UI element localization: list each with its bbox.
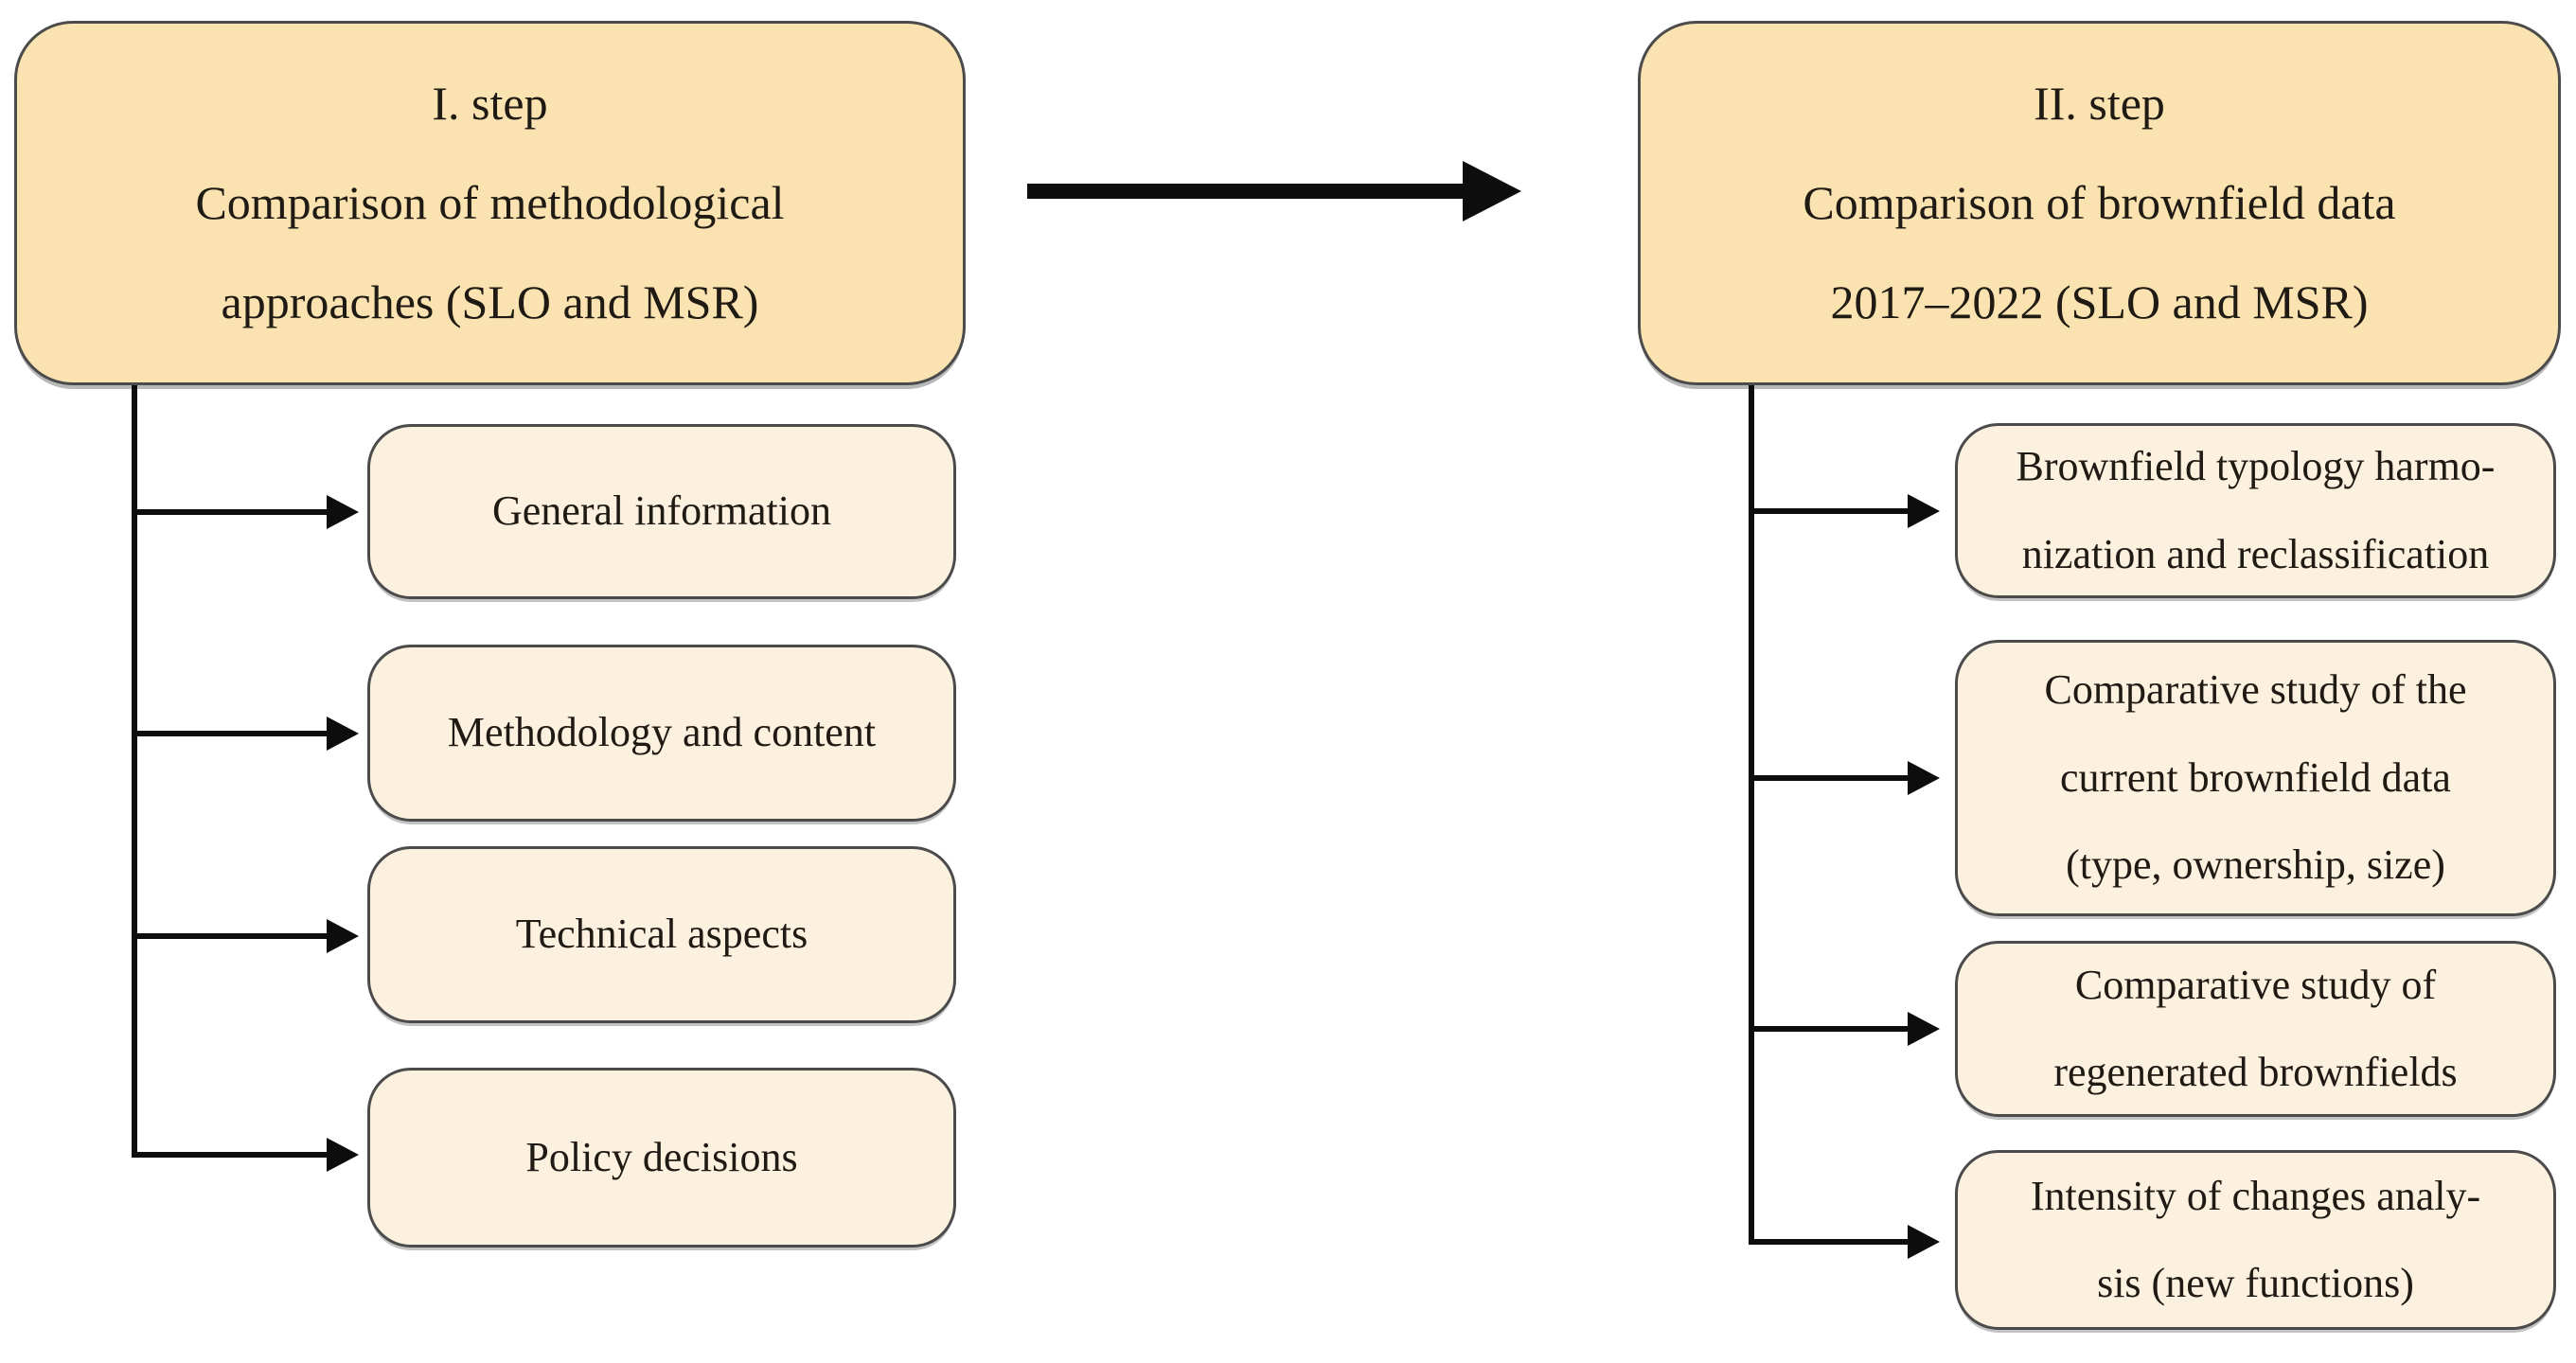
step1-item-technical-aspects: Technical aspects <box>367 846 956 1023</box>
branch-arrowhead-icon <box>327 1138 359 1172</box>
step1-branch-line <box>132 731 327 736</box>
branch-arrowhead-icon <box>1908 761 1940 795</box>
step1-branch-line <box>132 933 327 939</box>
step2-branch-line <box>1749 1239 1908 1245</box>
step2-title-line: Comparison of brownfield data <box>1803 176 2396 229</box>
step1-item-policy-decisions: Policy decisions <box>367 1068 956 1248</box>
item-label-line: Intensity of changes analy- <box>2030 1172 2481 1219</box>
step2-box: II. step Comparison of brownfield data 2… <box>1638 21 2561 385</box>
step2-item-typology-harmonization: Brownfield typology harmo- nization and … <box>1955 423 2556 598</box>
branch-arrowhead-icon <box>1908 1225 1940 1259</box>
step2-title-line: II. step <box>2034 77 2165 130</box>
step1-branch-line <box>132 509 327 515</box>
flow-arrow-line <box>1027 184 1465 199</box>
item-label: General information <box>492 487 831 535</box>
step1-item-methodology-and-content: Methodology and content <box>367 645 956 822</box>
item-label-line: nization and reclassification <box>2021 530 2490 577</box>
step2-item-intensity-of-changes: Intensity of changes analy- sis (new fun… <box>1955 1150 2556 1330</box>
step2-branch-line <box>1749 775 1908 781</box>
step1-title-line: approaches (SLO and MSR) <box>221 275 759 328</box>
branch-arrowhead-icon <box>1908 494 1940 528</box>
branch-arrowhead-icon <box>1908 1012 1940 1046</box>
branch-arrowhead-icon <box>327 495 359 529</box>
item-label-line: Comparative study of <box>2074 961 2437 1008</box>
flow-arrow-head-icon <box>1463 161 1521 221</box>
step2-branch-line <box>1749 508 1908 514</box>
item-label-line: current brownfield data <box>2060 753 2451 801</box>
item-label: Methodology and content <box>447 709 877 756</box>
item-label-line: (type, ownership, size) <box>2066 841 2445 889</box>
step1-title-line: I. step <box>432 77 548 130</box>
item-label-line: regenerated brownfields <box>2053 1049 2458 1095</box>
branch-arrowhead-icon <box>327 717 359 751</box>
step2-branch-line <box>1749 1026 1908 1032</box>
branch-arrowhead-icon <box>327 919 359 953</box>
step2-tree-vertical-line <box>1749 385 1754 1245</box>
item-label: Technical aspects <box>515 911 808 958</box>
step1-item-general-information: General information <box>367 424 956 599</box>
step1-tree-vertical-line <box>132 385 137 1158</box>
step2-item-regenerated-brownfields: Comparative study of regenerated brownfi… <box>1955 941 2556 1117</box>
step2-item-current-brownfield-data: Comparative study of the current brownfi… <box>1955 640 2556 916</box>
step1-title-line: Comparison of methodological <box>195 176 785 229</box>
item-label: Policy decisions <box>525 1133 798 1180</box>
item-label-line: sis (new functions) <box>2097 1260 2414 1306</box>
item-label-line: Brownfield typology harmo- <box>2016 443 2496 490</box>
step1-branch-line <box>132 1152 327 1158</box>
item-label-line: Comparative study of the <box>2044 666 2467 714</box>
step2-title-line: 2017–2022 (SLO and MSR) <box>1830 275 2369 328</box>
step1-box: I. step Comparison of methodological app… <box>14 21 966 385</box>
